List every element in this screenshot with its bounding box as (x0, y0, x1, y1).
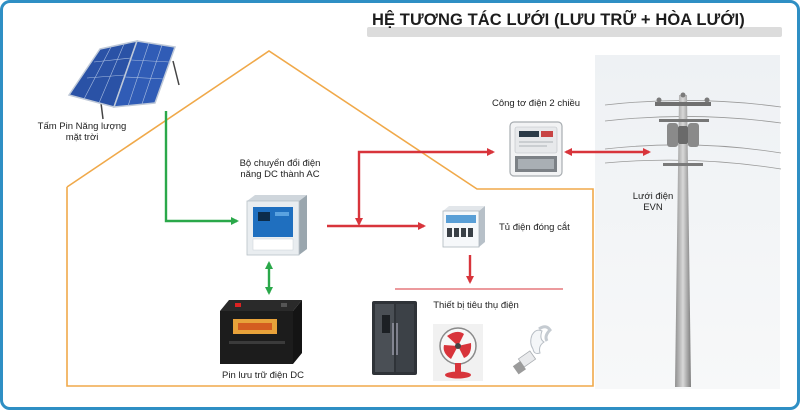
utility-pole-icon (604, 92, 782, 387)
diagram-canvas (66, 39, 782, 389)
grid-label-line1: Lưới điện (632, 191, 674, 202)
bidirectional-meter-icon (509, 121, 563, 177)
solar-panel-label-line1: Tấm Pin Năng lượng (37, 121, 127, 132)
house-outline (66, 50, 594, 387)
inverter-label: Bộ chuyển đổi điện năng DC thành AC (225, 158, 335, 180)
diagram-title: HỆ TƯƠNG TÁC LƯỚI (LƯU TRỮ + HÒA LƯỚI) (372, 11, 745, 29)
solar-panel-icon (67, 39, 180, 120)
inverter-label-line1: Bộ chuyển đổi điện (239, 158, 321, 169)
solar-panel-label-line2: mặt trời (65, 132, 99, 143)
battery-icon (220, 300, 302, 364)
breaker-box-icon (442, 206, 485, 248)
solar-panel-label: Tấm Pin Năng lượng mặt trời (27, 121, 137, 143)
meter-to-bus-flow (355, 148, 495, 226)
grid-label: Lưới điện EVN (623, 191, 683, 213)
title-underline (367, 27, 782, 37)
solar-to-inverter-flow (164, 111, 239, 225)
battery-label: Pin lưu trữ điện DC (222, 370, 304, 381)
inverter-label-line2: năng DC thành AC (240, 169, 320, 180)
grid-label-line2: EVN (643, 202, 663, 213)
fan-icon (433, 324, 483, 381)
meter-label: Công tơ điện 2 chiều (491, 98, 581, 109)
light-bulb-icon (512, 325, 552, 375)
breaker-label: Tủ điện đóng cắt (499, 222, 570, 233)
inverter-icon (246, 195, 307, 256)
refrigerator-icon (372, 301, 417, 375)
loads-label: Thiết bị tiêu thụ điện (433, 300, 519, 311)
